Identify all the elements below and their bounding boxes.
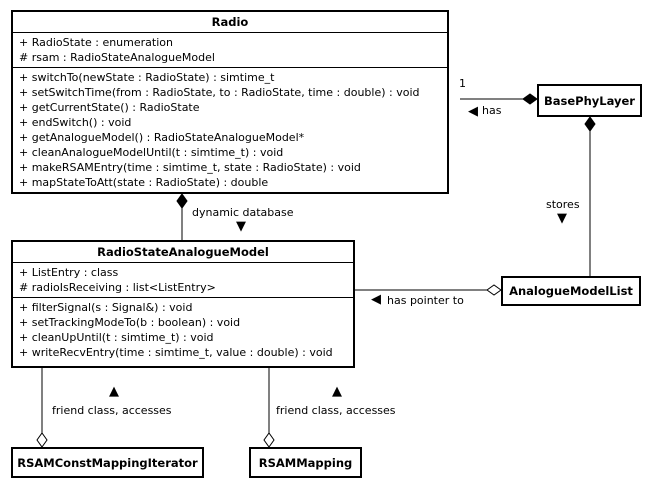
- multiplicity-label: 1: [459, 77, 466, 90]
- relation-label-has: has: [482, 104, 502, 117]
- attribute: # rsam : RadioStateAnalogueModel: [19, 51, 215, 64]
- method: + switchTo(newState : RadioState) : simt…: [19, 71, 275, 84]
- method: + writeRecvEntry(time : simtime_t, value…: [19, 346, 333, 359]
- direction-arrow-has: ◀: [468, 104, 478, 119]
- direction-arrow-friend-iterator: ▲: [109, 384, 119, 399]
- methods-section: + switchTo(newState : RadioState) : simt…: [13, 67, 447, 192]
- class-radio[interactable]: Radio + RadioState : enumeration # rsam …: [11, 10, 449, 194]
- composition-diamond-radio: [176, 193, 188, 209]
- attributes-section: + ListEntry : class # radioIsReceiving :…: [13, 262, 353, 297]
- method: + makeRSAMEntry(time : simtime_t, state …: [19, 161, 361, 174]
- attribute: + ListEntry : class: [19, 266, 119, 279]
- class-name: Radio: [211, 15, 249, 29]
- class-analogue-model-list[interactable]: AnalogueModelList: [501, 276, 641, 306]
- direction-arrow-friend-mapping: ▲: [332, 384, 342, 399]
- method: + filterSignal(s : Signal&) : void: [19, 301, 193, 314]
- direction-arrow-stores: ▼: [557, 211, 567, 226]
- relation-label-dynamic-database: dynamic database: [192, 206, 294, 219]
- class-name: RadioStateAnalogueModel: [97, 245, 269, 259]
- method: + cleanUpUntil(t : simtime_t) : void: [19, 331, 214, 344]
- composition-diamond-stores: [584, 116, 596, 132]
- method: + getCurrentState() : RadioState: [19, 101, 200, 114]
- direction-arrow-has-pointer-to: ◀: [371, 292, 381, 307]
- method: + endSwitch() : void: [19, 116, 132, 129]
- direction-arrow-dynamic-database: ▼: [236, 219, 246, 234]
- method: + getAnalogueModel() : RadioStateAnalogu…: [19, 131, 305, 144]
- aggregation-diamond-iterator: [36, 432, 48, 448]
- relation-label-friend-mapping: friend class, accesses: [276, 404, 396, 417]
- attribute: + RadioState : enumeration: [19, 36, 173, 49]
- method: + setTrackingModeTo(b : boolean) : void: [19, 316, 241, 329]
- aggregation-diamond-mapping: [263, 432, 275, 448]
- composition-diamond-basephylayer: [522, 93, 538, 105]
- attributes-section: + RadioState : enumeration # rsam : Radi…: [13, 32, 447, 67]
- method: + cleanAnalogueModelUntil(t : simtime_t)…: [19, 146, 284, 159]
- aggregation-diamond-analoguemodellist: [486, 284, 502, 296]
- attribute: # radioIsReceiving : list<ListEntry>: [19, 281, 216, 294]
- relation-label-stores: stores: [546, 198, 580, 211]
- class-rsam-const-mapping-iterator[interactable]: RSAMConstMappingIterator: [11, 447, 204, 478]
- method: + mapStateToAtt(state : RadioState) : do…: [19, 176, 269, 189]
- relation-label-friend-iterator: friend class, accesses: [52, 404, 172, 417]
- relation-label-has-pointer-to: has pointer to: [387, 294, 464, 307]
- method: + setSwitchTime(from : RadioState, to : …: [19, 86, 420, 99]
- methods-section: + filterSignal(s : Signal&) : void + set…: [13, 297, 353, 362]
- class-radio-state-analogue-model[interactable]: RadioStateAnalogueModel + ListEntry : cl…: [11, 240, 355, 368]
- class-rsam-mapping[interactable]: RSAMMapping: [249, 447, 362, 478]
- class-base-phy-layer[interactable]: BasePhyLayer: [537, 84, 642, 117]
